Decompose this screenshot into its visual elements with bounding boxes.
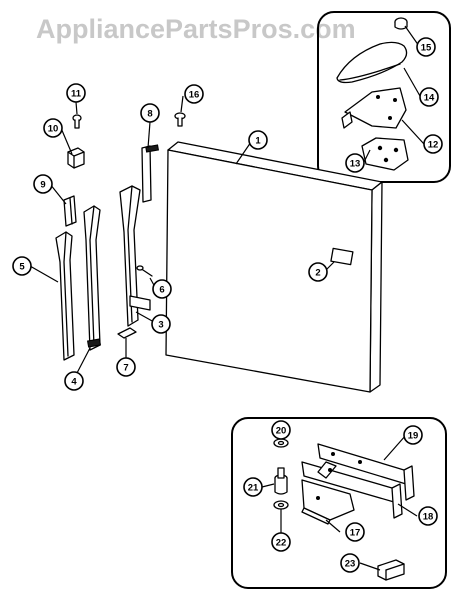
callout-9: 9: [33, 174, 53, 194]
callout-8: 8: [140, 103, 160, 123]
svg-text:9: 9: [40, 180, 45, 191]
callout-12: 12: [423, 134, 443, 154]
hinge-assembly-inset-frame: [231, 417, 447, 589]
part-18-hinge-plate: [301, 461, 403, 519]
callout-14: 14: [419, 87, 439, 107]
callout-5: 5: [12, 256, 32, 276]
callout-7: 7: [116, 357, 136, 377]
part-14-hinge-cover: [336, 41, 408, 84]
svg-text:14: 14: [424, 93, 435, 104]
svg-text:5: 5: [19, 262, 25, 273]
part-19-hinge-plate: [317, 443, 415, 501]
callout-20: 20: [271, 420, 291, 440]
svg-text:1: 1: [255, 136, 261, 147]
part-22-washer: [273, 500, 289, 510]
part-17-hinge-bracket: [301, 479, 355, 525]
callout-23: 23: [340, 553, 360, 573]
watermark: AppliancePartsPros.com: [36, 14, 356, 44]
callout-1: 1: [248, 130, 268, 150]
part-13-shim-plate: [361, 137, 409, 171]
svg-text:8: 8: [147, 109, 152, 120]
svg-text:7: 7: [123, 363, 128, 374]
part-6-screw: [136, 265, 153, 277]
svg-text:12: 12: [428, 140, 439, 151]
part-11-screw: [72, 114, 82, 129]
callout-22: 22: [271, 532, 291, 552]
part-1-door-panel: [165, 141, 383, 393]
part-2-nameplate: [330, 247, 354, 266]
callout-13: 13: [345, 153, 365, 173]
part-20-washer: [273, 438, 289, 448]
callout-15: 15: [416, 37, 436, 57]
callout-16: 16: [184, 84, 204, 104]
part-5-door-trim: [55, 231, 75, 361]
part-23-hinge-stop: [377, 559, 405, 581]
callout-6: 6: [152, 279, 172, 299]
callout-2: 2: [308, 262, 328, 282]
svg-text:21: 21: [248, 483, 259, 494]
callout-10: 10: [43, 118, 63, 138]
part-3-door-handle: [119, 185, 151, 327]
svg-text:10: 10: [48, 124, 59, 135]
svg-text:11: 11: [71, 89, 82, 100]
callout-11: 11: [66, 83, 86, 103]
part-4-door-handle: [83, 205, 102, 351]
callout-18: 18: [418, 506, 438, 526]
svg-text:20: 20: [276, 426, 287, 437]
svg-text:16: 16: [189, 90, 200, 101]
hinge-cover-inset-frame: [317, 11, 451, 183]
part-12-hinge-plate: [341, 87, 407, 129]
callout-3: 3: [151, 314, 171, 334]
svg-text:22: 22: [276, 538, 287, 549]
callout-19: 19: [403, 425, 423, 445]
part-9-clip: [63, 195, 77, 227]
svg-text:18: 18: [423, 512, 434, 523]
part-8-stop-bracket: [141, 144, 160, 203]
svg-text:15: 15: [421, 43, 432, 54]
svg-text:4: 4: [71, 377, 77, 388]
svg-text:17: 17: [350, 528, 361, 539]
callout-17: 17: [345, 522, 365, 542]
part-7-clip: [117, 327, 137, 339]
svg-text:6: 6: [159, 285, 164, 296]
svg-text:23: 23: [345, 559, 356, 570]
callout-4: 4: [64, 371, 84, 391]
svg-text:19: 19: [408, 431, 419, 442]
part-21-hinge-pin: [274, 467, 288, 495]
callout-21: 21: [243, 477, 263, 497]
svg-text:3: 3: [158, 320, 163, 331]
part-15-cap: [394, 17, 408, 30]
svg-text:2: 2: [315, 268, 320, 279]
svg-text:13: 13: [350, 159, 361, 170]
part-16-screw: [174, 112, 186, 127]
